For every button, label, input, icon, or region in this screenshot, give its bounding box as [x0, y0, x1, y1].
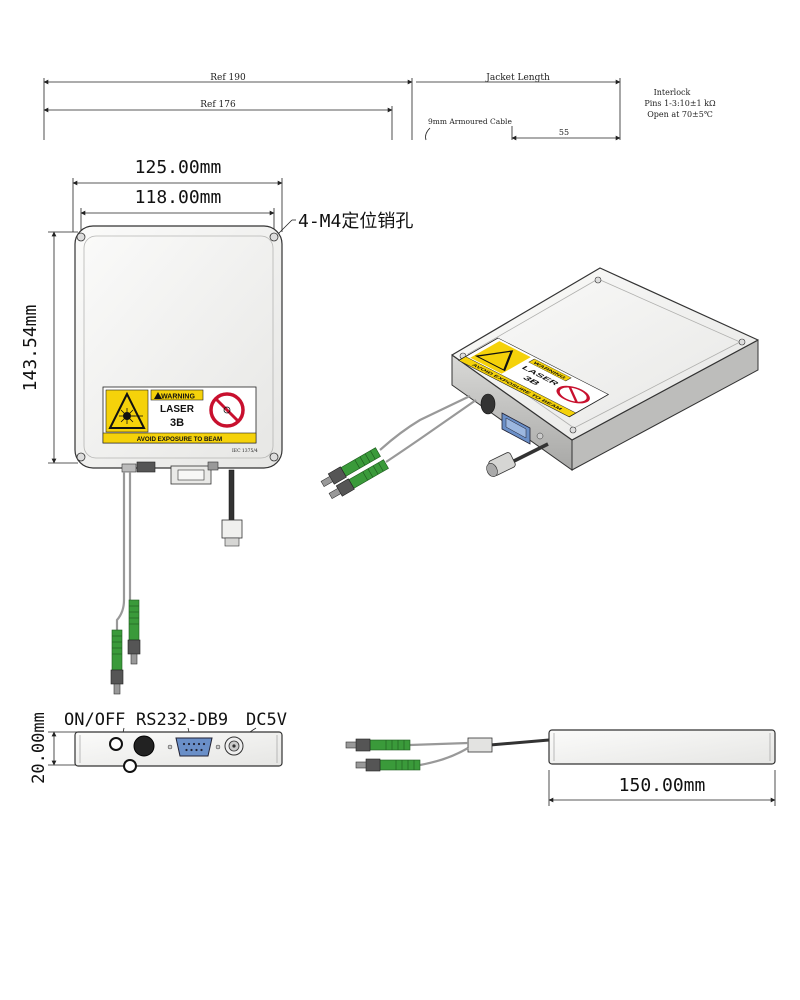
fiber-connector-1 [110, 629, 124, 695]
front-width-holes: 118.00mm [135, 187, 222, 208]
mount-hole-br [269, 452, 279, 462]
mount-hole-bl [76, 452, 86, 462]
fiber-connector-2 [127, 599, 141, 665]
front-height: 143.54mm [20, 305, 41, 392]
front-fiber-exit [121, 463, 137, 473]
dc5v-label: DC5V [246, 710, 287, 730]
iso-top-face [451, 267, 759, 441]
length-fiber-connector-2 [355, 758, 421, 772]
front-view: 125.00mm 118.00mm 4-M4定位销孔 143.54mm AVOI… [20, 157, 413, 695]
rs232-label: RS232-DB9 [136, 710, 228, 730]
front-width-outer: 125.00mm [135, 157, 222, 178]
ref190-label: Ref 190 [210, 73, 246, 83]
ref176-label: Ref 176 [200, 100, 236, 110]
interlock-open-temp: Open at 70±5℃ [647, 110, 713, 119]
length-dimension: 150.00mm [619, 775, 706, 796]
warning-triangle-icon [154, 392, 162, 399]
side-height: 20.00mm [29, 712, 49, 784]
mount-hole-tr [269, 232, 279, 242]
cable-plug [221, 519, 243, 539]
iso-switch [480, 393, 496, 415]
avoid-text: AVOID EXPOSURE TO BEAM [137, 436, 222, 443]
side-view: ON/OFF RS232-DB9 DC5V 20.00mm [29, 710, 287, 784]
iso-laser-line2: 3B [520, 375, 541, 386]
length-view: 150.00mm [345, 729, 776, 806]
warning-text: WARNING [161, 394, 195, 401]
jacket-length-label: Jacket Length [485, 73, 550, 83]
laser-class-line2: 3B [170, 417, 184, 429]
side-db9 [175, 737, 213, 757]
holes-note: 4-M4定位销孔 [298, 211, 413, 232]
armoured-cable [228, 469, 235, 521]
length-fiber-connector-1 [345, 738, 411, 752]
isometric-view: AVOID EXPOSURE TO BEAM WARNING LASER 3B [319, 267, 759, 502]
side-switch [133, 735, 155, 757]
mount-hole-tl [76, 232, 86, 242]
armoured-cable-label: 9mm Armoured Cable [428, 117, 512, 126]
interlock-title: Interlock [654, 88, 691, 97]
on-off-label: ON/OFF [64, 710, 125, 730]
length-cable-boot [467, 737, 493, 753]
front-switch [136, 461, 156, 473]
length-housing [548, 729, 776, 765]
top-dimension-strip: Ref 190 Ref 176 Jacket Length 9mm Armour… [43, 73, 716, 141]
dim55-label: 55 [559, 128, 569, 137]
label-small-code: IEC 1375/4 [232, 448, 258, 454]
side-fiber-port-1 [109, 737, 123, 751]
laser-warning-label: AVOID EXPOSURE TO BEAM WARNING LASER 3B [102, 386, 257, 444]
interlock-pins: Pins 1-3:10±1 kΩ [644, 99, 716, 108]
laser-class-line1: LASER [160, 404, 195, 415]
side-fiber-port-2 [123, 759, 137, 773]
